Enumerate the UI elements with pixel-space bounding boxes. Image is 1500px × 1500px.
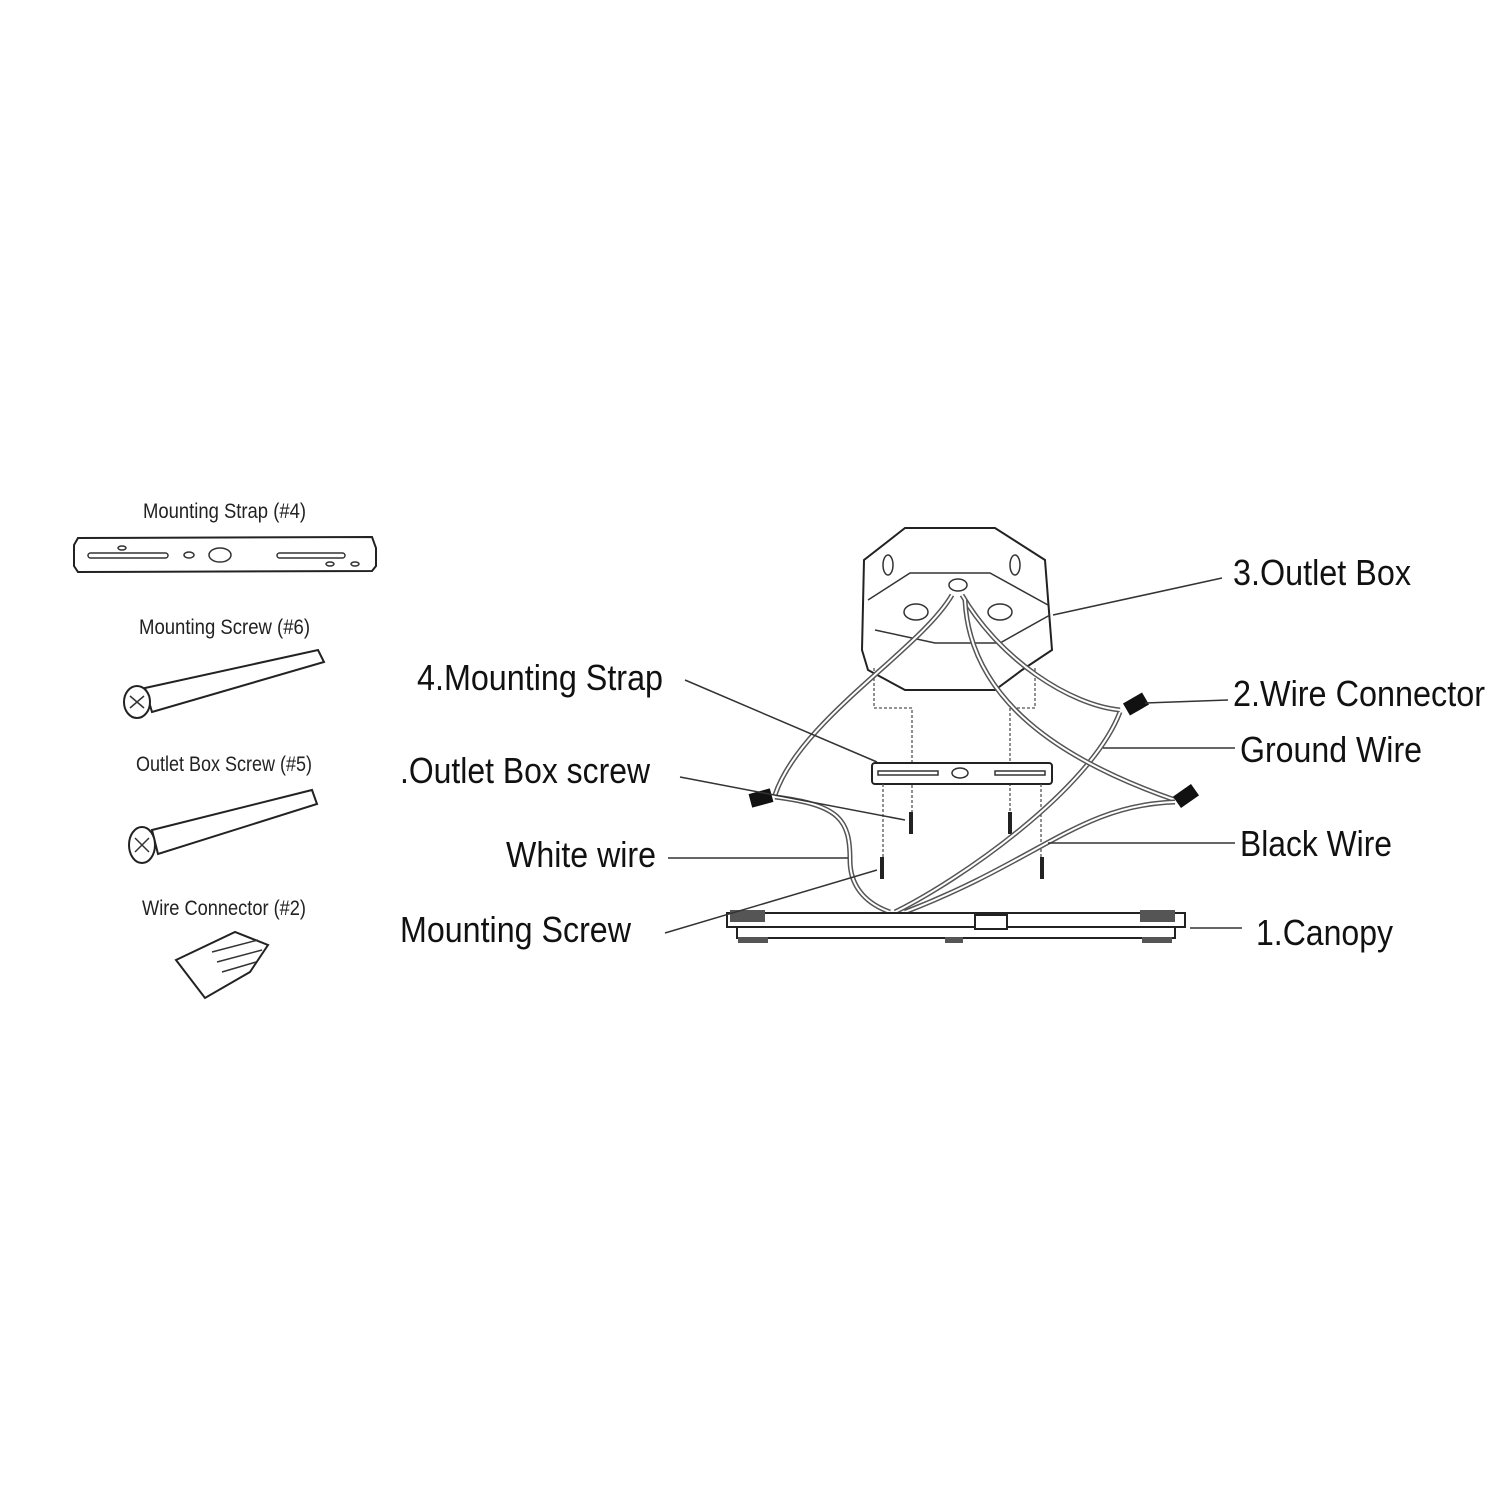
screws-illustration — [880, 812, 1044, 879]
callout-outlet-box: 3.Outlet Box — [1233, 552, 1411, 593]
mounting-strap-part-illustration — [73, 535, 377, 574]
outlet-box-screw-part-illustration — [128, 788, 319, 864]
part-label-mounting-strap: Mounting Strap (#4) — [143, 500, 306, 523]
callout-mounting-strap: 4.Mounting Strap — [417, 657, 663, 698]
callout-wire-connector: 2.Wire Connector — [1233, 673, 1485, 714]
canopy-illustration — [726, 910, 1186, 943]
callout-mounting-screw: Mounting Screw — [400, 909, 632, 950]
leader-lines — [664, 577, 1242, 934]
callout-canopy: 1.Canopy — [1256, 912, 1393, 953]
callout-ground-wire: Ground Wire — [1240, 729, 1422, 770]
callout-outlet-box-screw: .Outlet Box screw — [400, 750, 651, 791]
part-label-mounting-screw: Mounting Screw (#6) — [139, 616, 310, 639]
wires-illustration — [748, 593, 1200, 915]
part-label-outlet-box-screw: Outlet Box Screw (#5) — [136, 753, 312, 776]
callout-white-wire: White wire — [506, 834, 656, 875]
wire-connector-part-illustration — [174, 930, 270, 1000]
mounting-strap-illustration — [871, 762, 1053, 870]
part-label-wire-connector: Wire Connector (#2) — [142, 897, 306, 920]
wire-connector-upper-right-icon — [1122, 692, 1150, 716]
callout-black-wire: Black Wire — [1240, 823, 1392, 864]
mounting-screw-part-illustration — [123, 648, 326, 719]
wire-connector-lower-right-icon — [1172, 783, 1200, 809]
